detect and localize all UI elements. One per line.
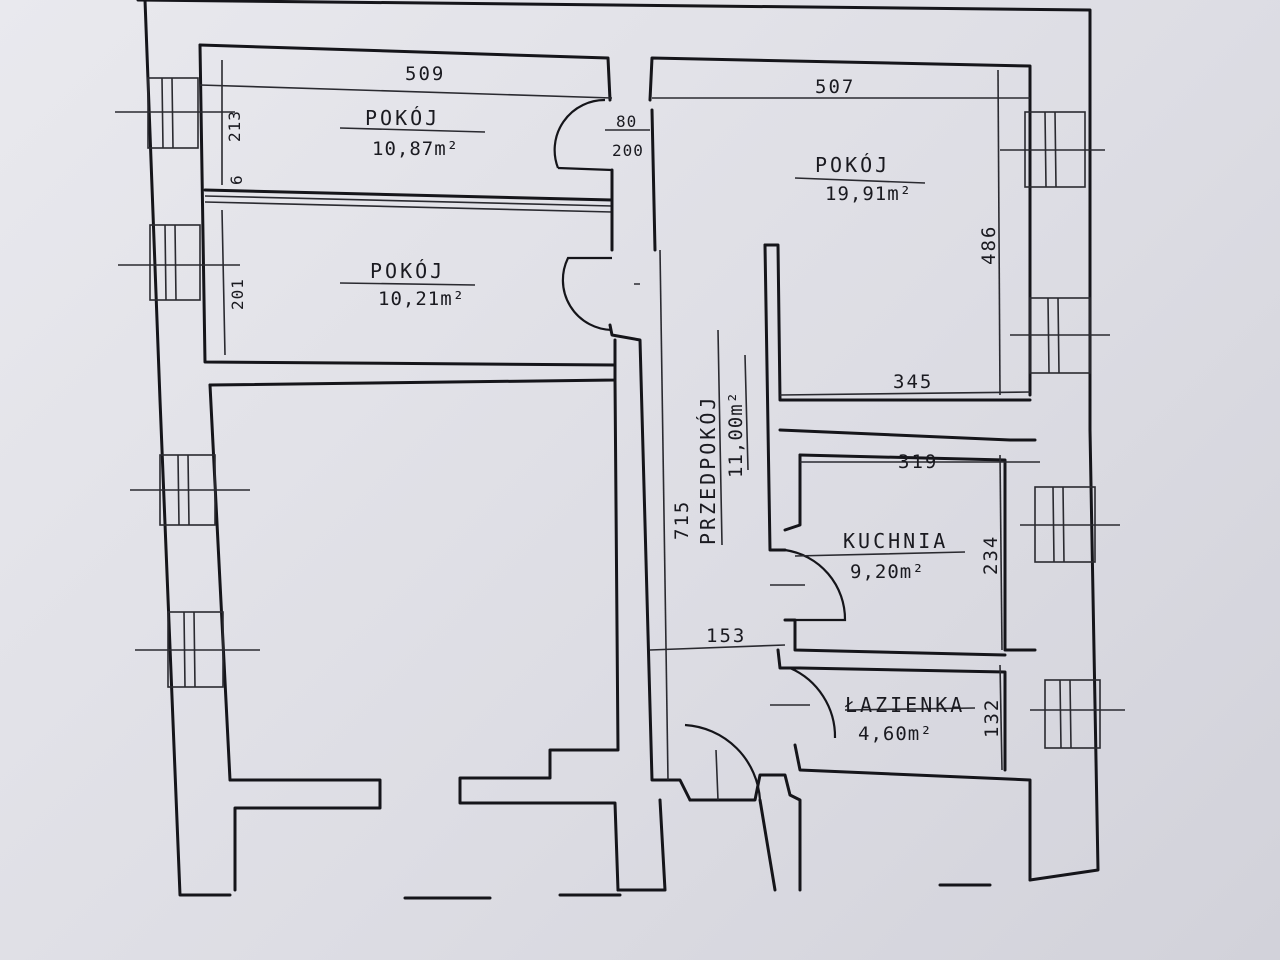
wall-top-left-room (198, 43, 612, 102)
room-name-top-left: POKÓJ (365, 106, 440, 130)
dim-line-715 (659, 249, 669, 781)
room-labels: POKÓJ 10,87m² POKÓJ 10,21m² POKÓJ 19,91m… (365, 106, 965, 745)
doors (553, 98, 847, 801)
room-name-kuchnia: KUCHNIA (843, 529, 948, 553)
dim-line-132 (999, 664, 1003, 771)
wall-room-right-bottom (763, 243, 1032, 402)
wall-kitchen-bottom (783, 618, 1007, 657)
door-height-label: 200 (612, 141, 644, 160)
door-marks (634, 283, 810, 801)
lower-left-space (208, 338, 992, 900)
dim-line-153 (649, 644, 786, 651)
room-name-lazienka: ŁAZIENKA (844, 693, 965, 717)
room-area-przedpokoj: 11,00m² (725, 391, 747, 478)
window-left-1 (115, 77, 235, 149)
window-right-4 (1030, 679, 1125, 749)
dim-label-507: 507 (815, 76, 855, 98)
door-leaf-top-left (557, 166, 613, 172)
partition-hatch (204, 195, 613, 213)
wall-corridor-left (608, 323, 692, 802)
door-arc-top-left (553, 98, 606, 169)
dim-label-345: 345 (893, 371, 933, 393)
wall-kitchen-left (783, 453, 802, 532)
dim-line-234 (999, 454, 1003, 651)
wall-top-right-room (648, 56, 1032, 397)
window-right-1 (1000, 111, 1105, 188)
door-width-label: 80 (616, 112, 637, 131)
room-name-right: POKÓJ (815, 153, 890, 177)
dim-label-153: 153 (706, 625, 746, 647)
window-left-2 (118, 224, 240, 301)
dim-line-486 (997, 69, 1001, 396)
outer-wall-right (136, 0, 1100, 882)
corridor-walls (608, 108, 1037, 882)
dim-label-234: 234 (980, 535, 1002, 575)
dim-label-132: 132 (981, 698, 1003, 738)
wall-left-rooms (198, 43, 617, 367)
dim-label-715: 715 (671, 500, 693, 540)
dimension-labels: 509 507 213 6 201 80 200 486 345 319 234… (225, 63, 1003, 738)
dim-label-6: 6 (227, 174, 246, 185)
dim-label-486: 486 (978, 225, 1000, 265)
window-right-2 (1010, 297, 1110, 374)
outer-walls (136, 0, 1100, 897)
wall-entry (688, 773, 802, 892)
label-underlines (339, 127, 976, 711)
wall-corridor-left-top (650, 108, 657, 252)
wall-entry-right (758, 798, 777, 892)
door-mid-left (561, 256, 613, 332)
dim-line-left-vertical (221, 60, 226, 356)
windows (115, 77, 1125, 749)
outer-wall-left (143, 0, 232, 897)
dim-label-201: 201 (228, 278, 247, 310)
door-bathroom (789, 666, 837, 739)
dim-label-319: 319 (898, 451, 938, 473)
partition-left (203, 188, 614, 202)
room-area-top-left: 10,87m² (372, 138, 459, 160)
window-left-3 (130, 454, 250, 526)
room-name-mid-left: POKÓJ (370, 259, 445, 283)
door-entry (684, 723, 762, 801)
dimension-lines (199, 60, 1040, 781)
room-area-right: 19,91m² (825, 183, 912, 205)
room-area-kuchnia: 9,20m² (850, 561, 925, 583)
wall-bath-bottom (793, 743, 1032, 882)
dim-label-509: 509 (405, 63, 445, 85)
room-name-przedpokoj: PRZEDPOKÓJ (696, 395, 720, 545)
wall-corridor-right (763, 243, 787, 552)
window-left-4 (135, 611, 260, 688)
wall-bath-top (776, 648, 1007, 772)
room-area-lazienka: 4,60m² (858, 723, 933, 745)
door-kitchen (784, 548, 847, 622)
room-area-mid-left: 10,21m² (378, 288, 465, 310)
corridor-label-rules (717, 329, 749, 546)
window-right-3 (1020, 486, 1120, 563)
wall-kitchen-top (778, 428, 1037, 442)
dim-label-213: 213 (225, 110, 244, 142)
wall-lower-corridor-end (616, 798, 667, 892)
wall-kitchen-right (798, 453, 1037, 652)
wall-lower-right (458, 378, 620, 892)
dim-line-345 (779, 391, 1031, 396)
wall-lower-left (208, 383, 382, 892)
dim-line-509 (199, 84, 613, 99)
